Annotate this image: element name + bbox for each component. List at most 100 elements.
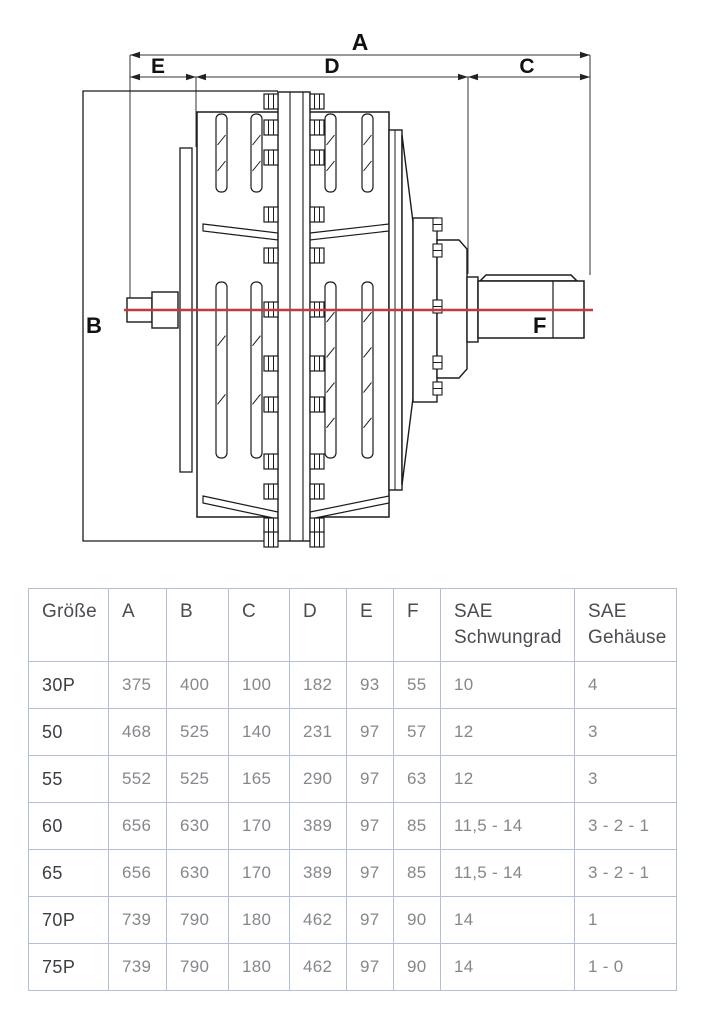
dimension-label-f: F: [533, 313, 546, 338]
table-cell: 180: [228, 943, 290, 991]
table-cell: 1 - 0: [574, 943, 677, 991]
dimension-arrows: [130, 51, 590, 81]
flange-bolt: [309, 93, 325, 110]
table-cell: 656: [108, 802, 167, 850]
table-cell: 790: [166, 943, 229, 991]
row-size-label: 70P: [28, 896, 109, 944]
row-size-label: 75P: [28, 943, 109, 991]
col-header-groesse: Größe: [28, 588, 109, 662]
table-cell: 525: [166, 708, 229, 756]
slot-hatch: [217, 134, 226, 146]
dimension-label-c: C: [519, 55, 534, 78]
table-cell: 93: [346, 661, 394, 709]
slot-hatch: [363, 134, 372, 146]
slot-hatch: [363, 417, 372, 429]
flange-bolts: [263, 93, 325, 548]
table-cell: 375: [108, 661, 167, 709]
table-cell: 1: [574, 896, 677, 944]
col-header-sae-gehaeuse: SAE Gehäuse: [574, 588, 677, 662]
table-cell: 630: [166, 802, 229, 850]
row-size-label: 30P: [28, 661, 109, 709]
slot-hatch: [217, 160, 226, 172]
vent-slot: [361, 113, 374, 193]
table-cell: 630: [166, 849, 229, 897]
table-cell: 90: [393, 896, 441, 944]
vent-slot: [215, 113, 228, 193]
flange-bolt: [263, 396, 279, 413]
mounting-flange: [277, 91, 311, 542]
table-cell: 10: [440, 661, 575, 709]
table-cell: 11,5 - 14: [440, 849, 575, 897]
table-cell: 182: [289, 661, 347, 709]
table-cell: 389: [289, 802, 347, 850]
flange-bolt: [309, 206, 325, 223]
table-cell: 97: [346, 943, 394, 991]
flange-bolt: [263, 247, 279, 264]
table-cell: 180: [228, 896, 290, 944]
table-cell: 12: [440, 755, 575, 803]
flange-bolt: [309, 119, 325, 136]
col-header-a: A: [108, 588, 167, 662]
flange-bolt: [263, 531, 279, 548]
vent-slot: [324, 281, 337, 459]
vent-slot: [250, 113, 263, 193]
col-header-e: E: [346, 588, 394, 662]
vent-slot: [250, 281, 263, 459]
flywheel-housing-outline: [82, 90, 278, 542]
row-size-label: 65: [28, 849, 109, 897]
table-cell: 85: [393, 802, 441, 850]
table-cell: 97: [346, 755, 394, 803]
table-cell: 170: [228, 802, 290, 850]
flange-bolt: [263, 355, 279, 372]
table-cell: 4: [574, 661, 677, 709]
table-cell: 170: [228, 849, 290, 897]
table-cell: 100: [228, 661, 290, 709]
row-size-label: 50: [28, 708, 109, 756]
flange-bolt: [309, 531, 325, 548]
bell-housing-bolts: [432, 217, 443, 396]
table-cell: 14: [440, 896, 575, 944]
dimension-label-a: A: [352, 29, 369, 55]
vent-slots: [215, 113, 374, 459]
header-line: Schwungrad: [454, 627, 562, 648]
flange-bolt: [263, 453, 279, 470]
slot-hatch: [217, 394, 226, 405]
slot-hatch: [326, 417, 335, 429]
flange-bolt: [263, 483, 279, 500]
flange-bolt: [309, 149, 325, 166]
slot-hatch: [326, 347, 335, 358]
table-cell: 90: [393, 943, 441, 991]
table-cell: 97: [346, 849, 394, 897]
header-line: SAE: [588, 601, 627, 622]
dimension-label-e: E: [151, 55, 165, 78]
dimension-label-d: D: [324, 55, 339, 78]
table-cell: 462: [289, 943, 347, 991]
slot-hatch: [363, 160, 372, 172]
table-cell: 389: [289, 849, 347, 897]
table-cell: 165: [228, 755, 290, 803]
flange-bolt: [309, 483, 325, 500]
table-cell: 552: [108, 755, 167, 803]
table-cell: 3: [574, 708, 677, 756]
slot-hatch: [252, 134, 261, 146]
dimension-label-b: B: [86, 313, 102, 338]
table-cell: 3 - 2 - 1: [574, 802, 677, 850]
vent-slot: [215, 281, 228, 459]
vent-slot: [361, 281, 374, 459]
table-cell: 3 - 2 - 1: [574, 849, 677, 897]
dimension-extension-lines: [129, 55, 591, 298]
table-cell: 290: [289, 755, 347, 803]
slot-hatch: [217, 335, 226, 346]
flange-bolt: [263, 517, 279, 534]
flange-bolt: [263, 206, 279, 223]
row-size-label: 55: [28, 755, 109, 803]
table-cell: 11,5 - 14: [440, 802, 575, 850]
flange-bolt: [309, 517, 325, 534]
table-cell: 739: [108, 943, 167, 991]
